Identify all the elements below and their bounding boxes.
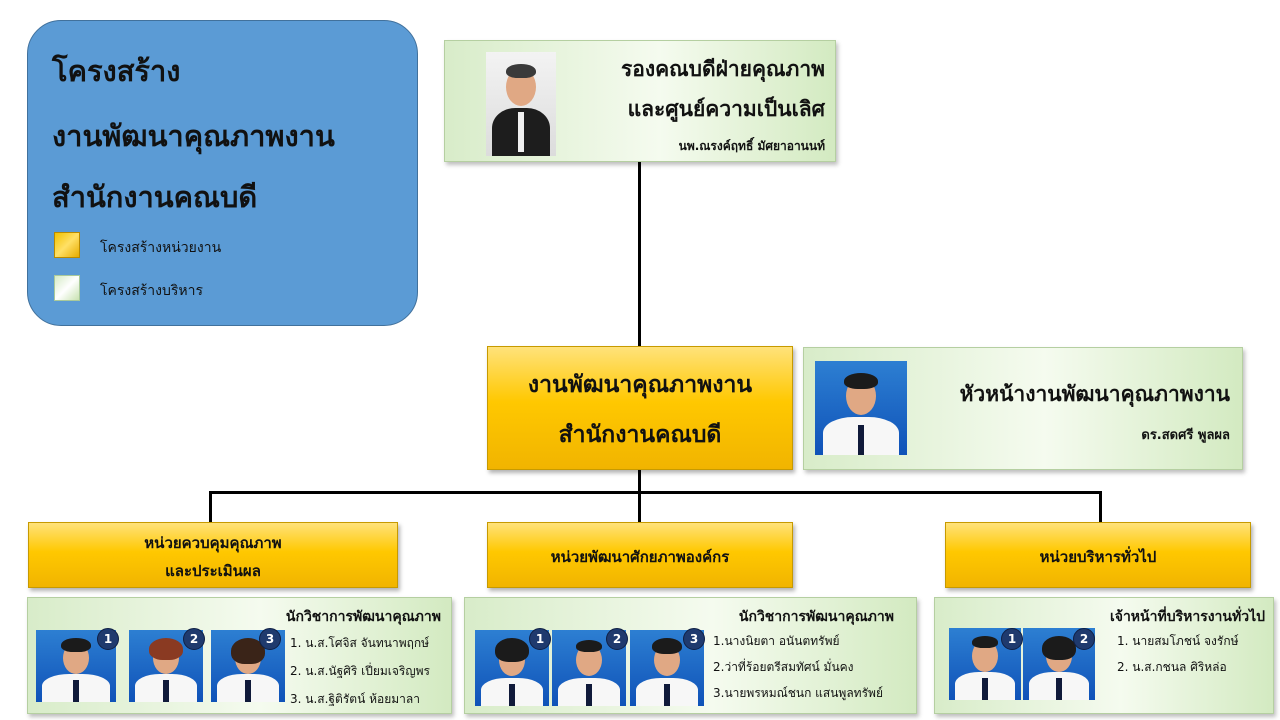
- unit-3-title: หน่วยบริหารทั่วไป: [1039, 548, 1157, 566]
- unit-3-box: หน่วยบริหารทั่วไป: [945, 522, 1251, 588]
- unit-3-badge-1: 1: [1001, 628, 1023, 650]
- unit-2-staff-box: นักวิชาการพัฒนาคุณภาพ 1 2 3 1.นางนิยตา อ…: [464, 597, 917, 714]
- legend-swatch-unit: [54, 232, 80, 258]
- unit-1-badge-1: 1: [97, 628, 119, 650]
- connector-left-drop: [209, 491, 212, 523]
- connector-mid-vertical: [638, 470, 641, 492]
- unit-3-staff-box: เจ้าหน้าที่บริหารงานทั่วไป 1 2 1. นายสมโ…: [934, 597, 1274, 714]
- connector-right-drop: [1099, 491, 1102, 523]
- unit-2-staff-photo-2: [552, 630, 626, 706]
- head-photo: [815, 361, 907, 455]
- unit-3-role: เจ้าหน้าที่บริหารงานทั่วไป: [1109, 609, 1265, 625]
- executive-title-line-1: รองคณบดีฝ่ายคุณภาพ: [620, 57, 825, 81]
- legend-title-line-3: สำนักงานคณบดี: [52, 180, 258, 214]
- executive-photo: [486, 52, 556, 156]
- legend-title-line-2: งานพัฒนาคุณภาพงาน: [52, 119, 335, 153]
- unit-2-staff-3: 3.นายพรหมณ์ชนก แสนพูลทรัพย์: [713, 686, 883, 700]
- executive-title-line-2: และศูนย์ความเป็นเลิศ: [627, 97, 825, 121]
- main-unit-title-line-2: สำนักงานคณบดี: [558, 422, 722, 448]
- unit-1-role: นักวิชาการพัฒนาคุณภาพ: [285, 609, 441, 625]
- unit-2-badge-2: 2: [606, 628, 628, 650]
- unit-2-badge-3: 3: [683, 628, 705, 650]
- head-box: หัวหน้างานพัฒนาคุณภาพงาน ดร.สดศรี พูลผล: [803, 347, 1243, 470]
- unit-1-badge-3: 3: [259, 628, 281, 650]
- unit-1-box: หน่วยควบคุมคุณภาพ และประเมินผล: [28, 522, 398, 588]
- top-executive-box: รองคณบดีฝ่ายคุณภาพ และศูนย์ความเป็นเลิศ …: [444, 40, 836, 162]
- unit-1-staff-1: 1. น.ส.โศจิส จันทนาพฤกษ์: [290, 636, 430, 650]
- unit-3-staff-2: 2. น.ส.กชนล ศิริหล่อ: [1117, 660, 1227, 674]
- unit-3-staff-photo-1: [949, 628, 1021, 700]
- connector-center-drop: [638, 491, 641, 523]
- main-unit-title-line-1: งานพัฒนาคุณภาพงาน: [527, 372, 753, 398]
- unit-1-staff-3: 3. น.ส.ฐิติรัตน์ ห้อยมาลา: [290, 692, 420, 706]
- head-name: ดร.สดศรี พูลผล: [1141, 428, 1230, 443]
- unit-1-title-line-1: หน่วยควบคุมคุณภาพ: [144, 534, 282, 552]
- unit-1-badge-2: 2: [183, 628, 205, 650]
- unit-2-title: หน่วยพัฒนาศักยภาพองค์กร: [550, 548, 730, 566]
- unit-2-staff-1: 1.นางนิยตา อนันตทรัพย์: [713, 634, 840, 648]
- legend-label-admin: โครงสร้างบริหาร: [100, 283, 204, 299]
- unit-2-staff-2: 2.ว่าที่ร้อยตรีสมทัศน์ มั่นคง: [713, 660, 854, 674]
- main-unit-box: งานพัฒนาคุณภาพงาน สำนักงานคณบดี: [487, 346, 793, 470]
- unit-1-staff-box: นักวิชาการพัฒนาคุณภาพ 1 2 3 1. น.ส.โศจิส…: [27, 597, 452, 714]
- unit-1-title-line-2: และประเมินผล: [165, 562, 261, 580]
- executive-name: นพ.ณรงค์ฤทธิ์ มัศยาอานนท์: [678, 139, 825, 153]
- unit-3-badge-2: 2: [1073, 628, 1095, 650]
- unit-2-badge-1: 1: [529, 628, 551, 650]
- head-title: หัวหน้างานพัฒนาคุณภาพงาน: [959, 382, 1230, 406]
- unit-2-box: หน่วยพัฒนาศักยภาพองค์กร: [487, 522, 793, 588]
- legend-panel: โครงสร้าง งานพัฒนาคุณภาพงาน สำนักงานคณบด…: [27, 20, 418, 326]
- connector-top-vertical: [638, 161, 641, 347]
- legend-swatch-admin: [54, 275, 80, 301]
- unit-1-staff-2: 2. น.ส.นัฐศิริ เปี่ยมเจริญพร: [290, 664, 430, 678]
- connector-horizontal: [209, 491, 1102, 494]
- unit-3-staff-1: 1. นายสมโภชน์ จงรักษ์: [1117, 634, 1239, 648]
- legend-title-line-1: โครงสร้าง: [52, 54, 181, 88]
- unit-2-role: นักวิชาการพัฒนาคุณภาพ: [738, 609, 894, 625]
- legend-label-unit: โครงสร้างหน่วยงาน: [100, 240, 222, 256]
